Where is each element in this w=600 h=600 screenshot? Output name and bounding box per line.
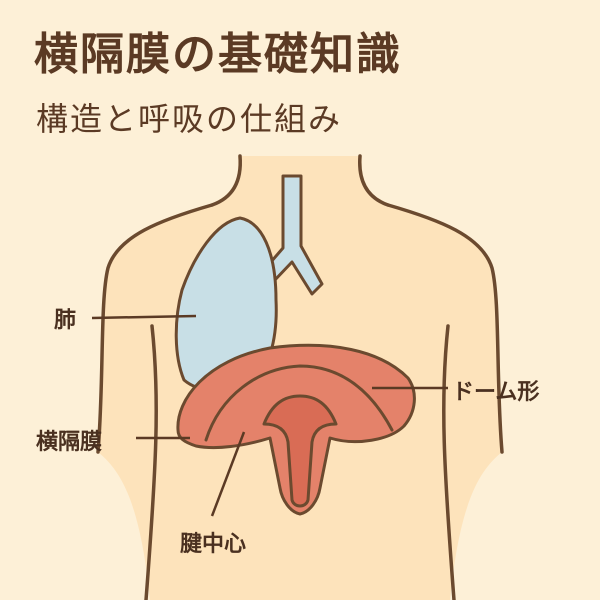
page-subtitle: 構造と呼吸の仕組み <box>36 100 343 138</box>
trachea <box>262 174 324 296</box>
central-tendon-label: 腱中心 <box>180 532 247 557</box>
lung-leader-line <box>91 314 197 320</box>
right-inner-arm-line <box>442 324 456 600</box>
central-tendon <box>262 394 338 508</box>
neck-right-line <box>358 154 390 207</box>
lung-label: 肺 <box>54 308 77 333</box>
left-shoulder-line <box>96 203 214 454</box>
diaphragm-label: 横隔膜 <box>36 430 103 455</box>
page-title: 横隔膜の基礎知識 <box>34 29 402 80</box>
dome-label: ドーム形 <box>452 380 540 405</box>
neck-left-line <box>210 154 242 207</box>
left-inner-arm-line <box>144 324 158 600</box>
right-shoulder-line <box>386 203 504 454</box>
central-tendon-leader-line <box>210 431 246 517</box>
diaphragm-inner-arch <box>204 364 394 442</box>
